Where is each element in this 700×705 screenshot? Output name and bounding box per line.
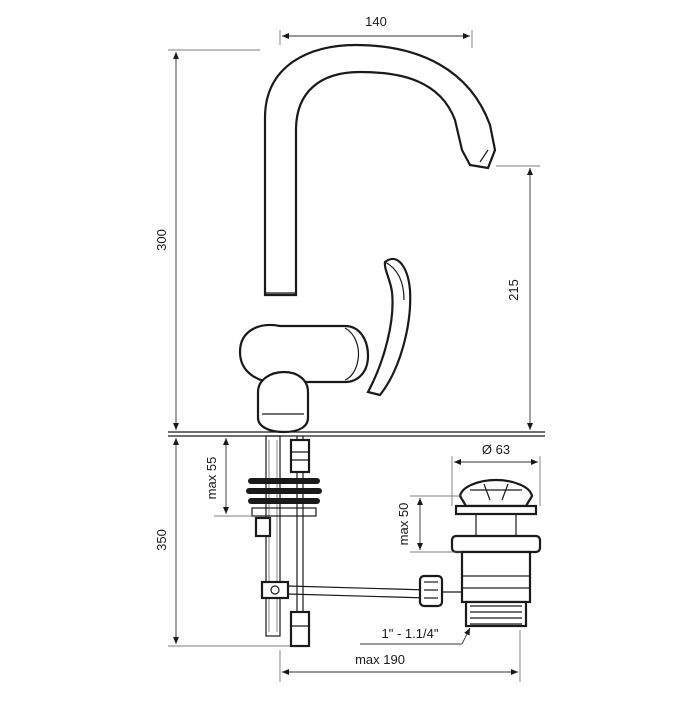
dim-spout-height: 215 [496, 165, 540, 430]
dim-drain-thread: 1" - 1.1/4" [360, 626, 471, 645]
below-counter-label: 350 [154, 529, 169, 551]
drain-adjust-label: max 50 [396, 503, 411, 546]
spout-reach-label: 140 [365, 14, 387, 29]
faucet-body [238, 43, 497, 434]
dim-total-height: 300 [154, 49, 260, 430]
drain-assembly [450, 478, 542, 628]
dim-spout-reach: 140 [279, 14, 473, 48]
rod-length-label: max 190 [355, 652, 405, 667]
countertop-line [168, 431, 545, 437]
spout-height-label: 215 [506, 279, 521, 301]
popup-rod [287, 574, 462, 608]
drain-thread-label: 1" - 1.1/4" [382, 626, 439, 641]
dim-drain-adjust: max 50 [396, 495, 462, 553]
dim-rod-length: max 190 [279, 630, 521, 682]
dim-below-counter: 350 [154, 438, 290, 647]
total-height-label: 300 [154, 229, 169, 251]
mounting-shank [246, 435, 322, 648]
drain-diameter-label: Ø 63 [482, 442, 510, 457]
dim-counter-thickness: max 55 [204, 438, 252, 517]
counter-thickness-label: max 55 [204, 457, 219, 500]
dim-drain-diameter: Ø 63 [451, 442, 541, 506]
